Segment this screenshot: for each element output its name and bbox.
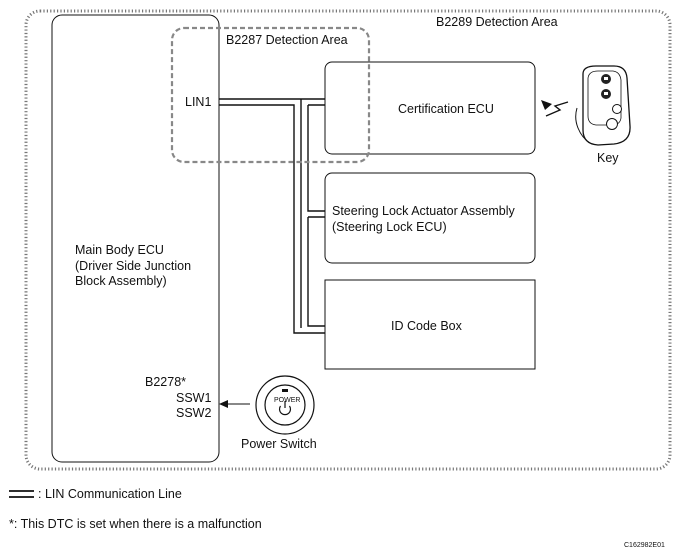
key-fob-icon — [575, 65, 631, 146]
b2289-area-label: B2289 Detection Area — [436, 15, 558, 29]
legend-lin-line-label: : LIN Communication Line — [38, 487, 182, 501]
figure-id: C162982E01 — [624, 542, 665, 549]
steering-lock-label-line2: (Steering Lock ECU) — [332, 220, 447, 234]
steering-lock-box — [324, 172, 536, 264]
main-body-ecu-label-line3: Block Assembly) — [75, 274, 167, 288]
ssw2-terminal-label: SSW2 — [176, 406, 212, 420]
legend-lin-line-symbol — [9, 490, 34, 498]
lin-bus-line — [219, 98, 325, 334]
wireless-signal-icon — [541, 100, 569, 117]
certification-ecu-label: Certification ECU — [398, 102, 494, 116]
main-body-ecu-label-line2: (Driver Side Junction — [75, 259, 192, 273]
power-button-text: POWER — [274, 397, 301, 404]
lin1-terminal-label: LIN1 — [185, 95, 212, 109]
power-switch-label: Power Switch — [241, 437, 317, 451]
b2287-area-label: B2287 Detection Area — [226, 33, 348, 47]
power-switch-icon — [255, 375, 315, 435]
steering-lock-label-line1: Steering Lock Actuator Assembly — [332, 204, 515, 218]
ssw1-terminal-label: SSW1 — [176, 391, 212, 405]
id-code-box — [324, 279, 536, 370]
id-code-box-label: ID Code Box — [391, 319, 462, 333]
power-switch-arrow — [219, 400, 250, 408]
b2278-label: B2278* — [145, 375, 187, 389]
main-body-ecu-label-line1: Main Body ECU — [75, 243, 164, 257]
certification-ecu-box — [324, 61, 536, 155]
b2289-detection-area-border — [24, 9, 672, 471]
main-body-ecu-box — [51, 14, 220, 463]
key-label: Key — [597, 151, 619, 165]
footnote-text: *: This DTC is set when there is a malfu… — [9, 517, 262, 531]
